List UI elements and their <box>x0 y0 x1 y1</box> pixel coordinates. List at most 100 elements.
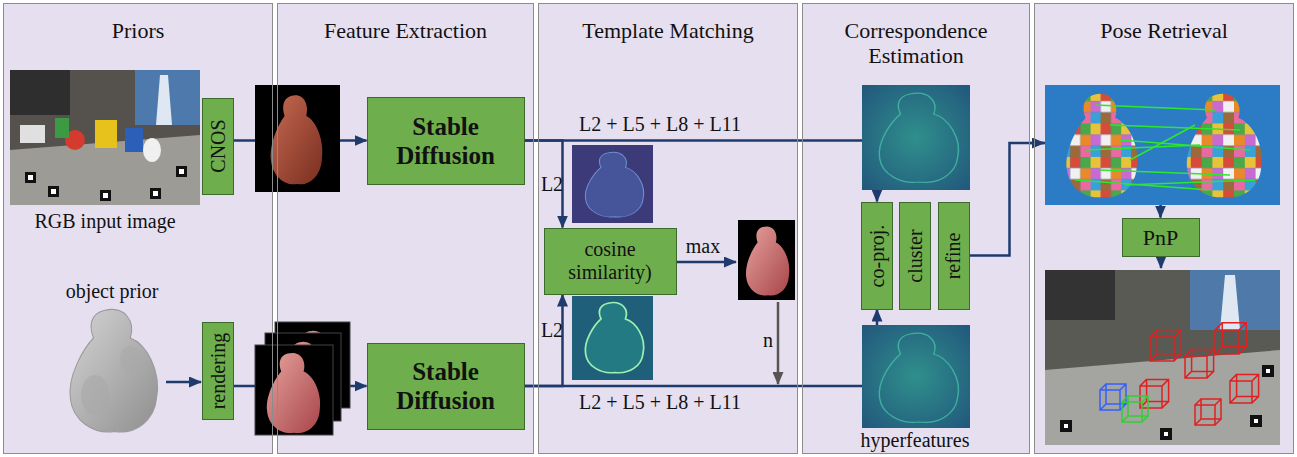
object-mesh <box>70 309 158 432</box>
edge-label: L2 <box>541 173 563 196</box>
result-photo <box>1045 270 1115 320</box>
object-crop <box>255 85 340 192</box>
result-photo <box>1190 270 1280 330</box>
input-photo <box>10 70 200 205</box>
process-box: PnP <box>1122 218 1200 257</box>
input-photo <box>48 186 59 197</box>
input-photo <box>150 188 161 199</box>
object-crop <box>255 85 340 192</box>
process-box: co-proj. <box>861 202 893 310</box>
input-photo <box>25 172 36 183</box>
box-label: PnP <box>1143 225 1178 250</box>
best-template <box>738 220 795 300</box>
result-photo <box>1060 420 1072 432</box>
result-photo <box>1045 270 1280 445</box>
input-photo <box>135 70 200 125</box>
object-mesh <box>81 375 109 415</box>
free-label: hyperfeatures <box>861 429 970 452</box>
input-photo <box>10 70 70 115</box>
heatmap <box>879 93 958 182</box>
input-photo <box>55 118 69 138</box>
stage-panel: Pose RetrievalPnP <box>1034 3 1294 454</box>
correspondence-image <box>1045 85 1280 205</box>
free-label: max <box>686 235 720 258</box>
edge-label: L2 <box>541 319 563 342</box>
feature-map <box>585 152 643 217</box>
process-box: rendering <box>202 322 234 420</box>
result-photo <box>1160 428 1172 440</box>
feature-map <box>572 145 653 223</box>
result-photo <box>1195 399 1221 425</box>
process-box: refine <box>938 202 970 310</box>
connector <box>525 141 563 228</box>
result-photo <box>1262 365 1274 377</box>
correspondence-image <box>1125 180 1255 185</box>
edge-label: L2 + L5 + L8 + L11 <box>579 391 741 414</box>
box-label: Stable Diffusion <box>368 112 524 170</box>
result-photo <box>1266 369 1270 373</box>
input-photo <box>103 193 108 198</box>
panel-title: Pose Retrieval <box>1035 18 1293 43</box>
best-template <box>746 226 789 295</box>
box-label: CNOS <box>207 119 229 172</box>
result-photo <box>1215 323 1246 354</box>
model-box: Stable Diffusion <box>367 97 525 185</box>
object-mesh <box>70 309 158 432</box>
rendered-templates <box>255 322 350 435</box>
correspondence-image <box>1075 180 1210 190</box>
box-label: refine <box>943 232 965 279</box>
input-photo <box>28 175 33 180</box>
free-label: RGB input image <box>34 210 175 233</box>
input-photo <box>10 70 200 205</box>
panel-title: Template Matching <box>539 18 797 43</box>
best-template <box>738 220 795 300</box>
heatmap <box>862 325 970 428</box>
input-photo <box>176 166 187 177</box>
panel-title: Correspondence Estimation <box>803 18 1029 68</box>
arrow-line <box>166 381 201 384</box>
process-box: CNOS <box>202 98 234 195</box>
box-label: co-proj. <box>866 224 888 287</box>
feature-map <box>572 296 653 380</box>
correspondence-image <box>1100 170 1230 175</box>
input-photo <box>100 190 111 201</box>
correspondence-image <box>1130 125 1195 160</box>
free-label: object prior <box>66 280 159 303</box>
result-photo <box>1250 415 1262 427</box>
heatmap <box>862 85 970 428</box>
panel-title: Feature Extraction <box>278 18 533 43</box>
edge-label: L2 + L5 + L8 + L11 <box>579 113 741 136</box>
input-photo <box>95 120 117 148</box>
result-photo <box>1220 275 1240 330</box>
result-photo <box>1064 424 1068 428</box>
arrow-line <box>1030 142 1044 145</box>
result-photo <box>1164 432 1168 436</box>
arrow-line <box>674 261 736 264</box>
process-box: cosine similarity) <box>544 228 677 295</box>
input-photo <box>153 191 158 196</box>
panel-title: Priors <box>4 18 272 43</box>
input-photo <box>179 169 184 174</box>
input-photo <box>51 189 56 194</box>
result-photo <box>1140 379 1169 408</box>
free-label: n <box>763 329 773 352</box>
feature-map <box>585 303 643 373</box>
stage-panel: Correspondence Estimationco-proj.cluster… <box>802 3 1030 454</box>
result-photo <box>1045 270 1280 445</box>
heatmap <box>862 85 970 190</box>
result-photo <box>1230 374 1259 403</box>
object-mesh <box>120 346 140 374</box>
object-crop <box>271 95 323 184</box>
model-box: Stable Diffusion <box>367 343 525 430</box>
panel-ground <box>3 3 273 454</box>
box-label: Stable Diffusion <box>368 357 524 415</box>
result-photo <box>1185 349 1214 378</box>
result-photo <box>1045 350 1280 445</box>
box-label: cosine similarity) <box>545 238 676 284</box>
input-photo <box>156 75 172 125</box>
connector <box>525 295 563 387</box>
input-photo <box>20 125 45 143</box>
